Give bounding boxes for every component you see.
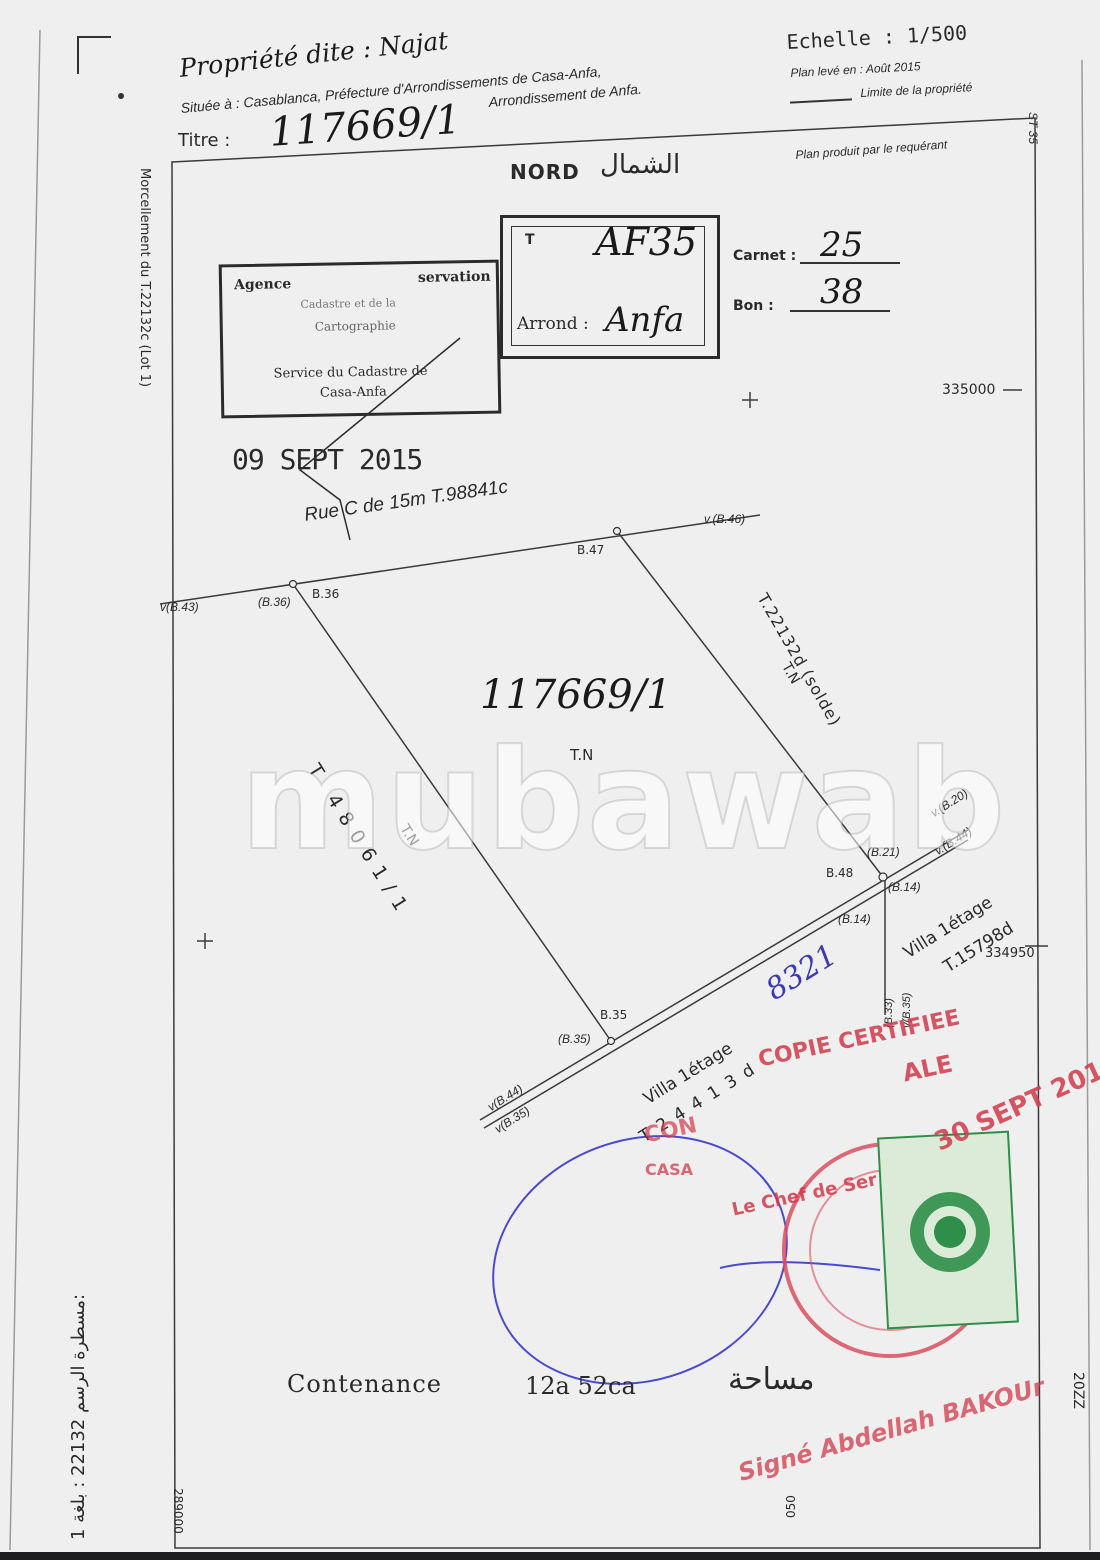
boundary-east <box>616 530 884 878</box>
label-b36: B.36 <box>312 587 340 601</box>
corner-mark <box>77 36 111 74</box>
ref-t-value: AF35 <box>595 220 698 264</box>
left-margin-line <box>9 29 41 1551</box>
pen-check <box>298 337 461 541</box>
ref-t-label: T <box>525 232 535 248</box>
titre-label: Titre : <box>178 130 231 151</box>
label-b47: B.47 <box>577 543 605 557</box>
coord-bottom-right: 050 <box>784 1495 798 1518</box>
contenance-value: 12a 52ca <box>525 1372 636 1400</box>
label-b36p: (B.36) <box>258 595 291 609</box>
label-b35: B.35 <box>600 1008 628 1022</box>
agency-line5: Casa-Anfa <box>319 384 387 401</box>
contenance-label: Contenance <box>287 1370 442 1398</box>
ref-arrond-value: Anfa <box>605 300 685 340</box>
coord-bottom-left: 289000 <box>171 1488 185 1534</box>
lot-number: 117669/1 <box>480 672 672 718</box>
right-edge-line <box>1081 59 1091 1551</box>
plan-frame <box>171 117 1041 1549</box>
agency-line2: Cadastre et de la <box>300 296 396 312</box>
tn-center: T.N <box>570 746 594 764</box>
date-stamp: 09 SEPT 2015 <box>232 443 423 476</box>
certif-casa: CASA <box>645 1160 694 1179</box>
pen-ellipse <box>492 1135 788 1385</box>
label-b35p: (B.35) <box>558 1032 591 1046</box>
north-label-ar: الشمال <box>600 150 681 180</box>
boundary-south-2 <box>483 839 969 1129</box>
label-b14p-a: (B.14) <box>888 880 921 894</box>
coord-mid: 334950 <box>985 946 1035 961</box>
street-line <box>159 514 761 605</box>
contenance-ar: مساحة <box>728 1362 815 1397</box>
bon-value: 38 <box>820 272 864 312</box>
pen-stroke <box>719 1261 881 1271</box>
label-v-b43: v(B.43) <box>160 600 199 614</box>
bon-label: Bon : <box>733 298 774 314</box>
agency-line1: Agence <box>233 276 292 294</box>
north-label: NORD <box>510 160 580 184</box>
bullet-dot <box>118 93 124 99</box>
ref-arrond-label: Arrond : <box>517 314 589 334</box>
agency-line3: Cartographie <box>314 318 396 334</box>
watermark: mubawab <box>239 719 1008 882</box>
boundary-west <box>292 583 612 1042</box>
label-b21p: (B.21) <box>867 845 900 859</box>
bottom-shadow <box>0 1552 1100 1560</box>
agency-line4: Service du Cadastre de <box>273 363 428 382</box>
reference-stamp-inner <box>511 226 705 346</box>
reference-stamp: T AF35 Arrond : Anfa <box>500 215 720 359</box>
label-b48: B.48 <box>826 866 854 880</box>
carnet-value: 25 <box>820 225 864 265</box>
bon-underline <box>790 310 890 312</box>
label-b14p-b: (B.14) <box>838 912 871 926</box>
agency-stamp: Agence servation Cadastre et de la Carto… <box>218 259 502 419</box>
agency-line1b: servation <box>417 268 491 286</box>
carnet-label: Carnet : <box>733 248 797 264</box>
scale-ar-side: مسطرة الرسم 22132 : بلغة 1: <box>68 1293 89 1540</box>
carnet-underline <box>800 262 900 264</box>
corner-code: 20ZZ <box>1070 1372 1086 1409</box>
coord-top: 335000 <box>942 382 996 398</box>
label-v-b46: v.(B.46) <box>704 512 746 526</box>
